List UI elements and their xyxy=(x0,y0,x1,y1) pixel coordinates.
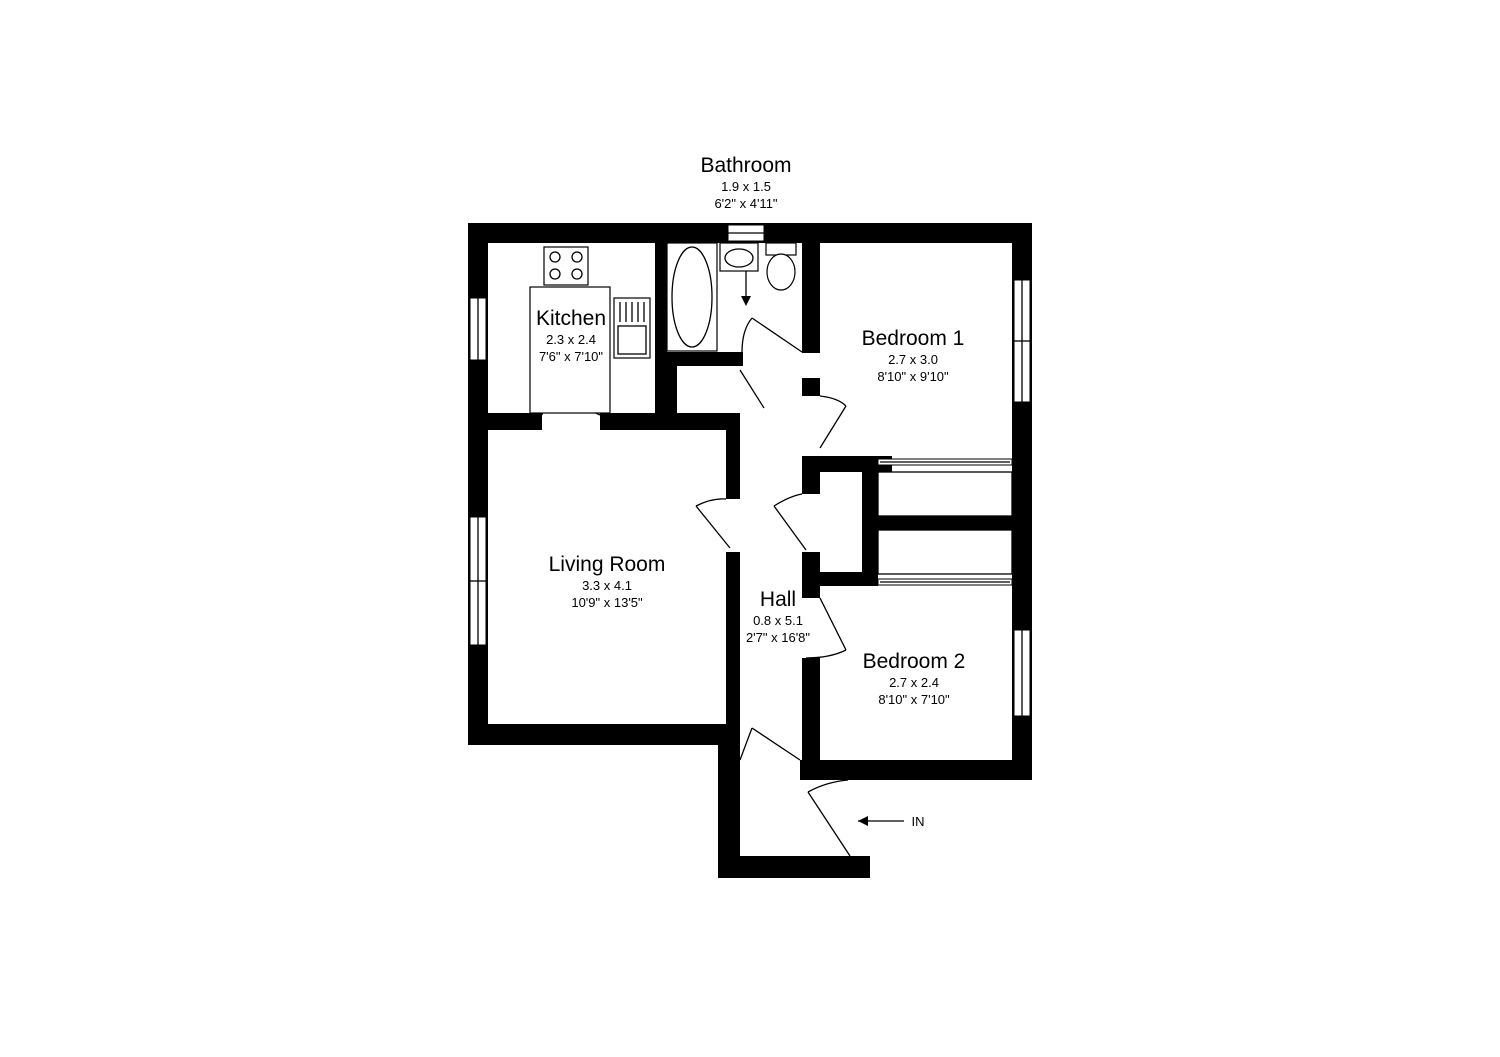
bedroom1-imperial: 8'10" x 9'10" xyxy=(877,369,949,384)
kitchen-fixtures xyxy=(529,246,651,414)
room-bedroom-1: Bedroom 1 2.7 x 3.0 8'10" x 9'10" xyxy=(862,327,965,384)
room-bathroom: Bathroom 1.9 x 1.5 6'2" x 4'11" xyxy=(700,154,791,211)
room-kitchen: Kitchen 2.3 x 2.4 7'6" x 7'10" xyxy=(536,307,606,364)
bathroom-imperial: 6'2" x 4'11" xyxy=(714,196,777,211)
room-bedroom-2: Bedroom 2 2.7 x 2.4 8'10" x 7'10" xyxy=(863,650,966,707)
room-hall: Hall 0.8 x 5.1 2'7" x 16'8" xyxy=(746,588,810,645)
hall-imperial: 2'7" x 16'8" xyxy=(746,630,810,645)
entrance-label: IN xyxy=(912,814,925,829)
bathroom-fixtures xyxy=(666,242,797,352)
living-metric: 3.3 x 4.1 xyxy=(582,578,632,593)
hall-metric: 0.8 x 5.1 xyxy=(753,613,803,628)
living-name: Living Room xyxy=(549,553,666,576)
living-imperial: 10'9" x 13'5" xyxy=(571,595,643,610)
kitchen-metric: 2.3 x 2.4 xyxy=(546,332,596,347)
hall-name: Hall xyxy=(760,588,796,611)
bathroom-name: Bathroom xyxy=(700,154,791,177)
windows xyxy=(469,224,1031,717)
bedroom2-name: Bedroom 2 xyxy=(863,650,966,673)
room-living: Living Room 3.3 x 4.1 10'9" x 13'5" xyxy=(549,553,666,610)
closet-doors xyxy=(877,458,1013,586)
bedroom1-metric: 2.7 x 3.0 xyxy=(888,352,938,367)
bedroom1-name: Bedroom 1 xyxy=(862,327,965,350)
kitchen-imperial: 7'6" x 7'10" xyxy=(539,349,603,364)
kitchen-name: Kitchen xyxy=(536,307,606,330)
bathroom-metric: 1.9 x 1.5 xyxy=(721,179,771,194)
bedroom2-metric: 2.7 x 2.4 xyxy=(889,675,939,690)
bedroom2-imperial: 8'10" x 7'10" xyxy=(878,692,950,707)
